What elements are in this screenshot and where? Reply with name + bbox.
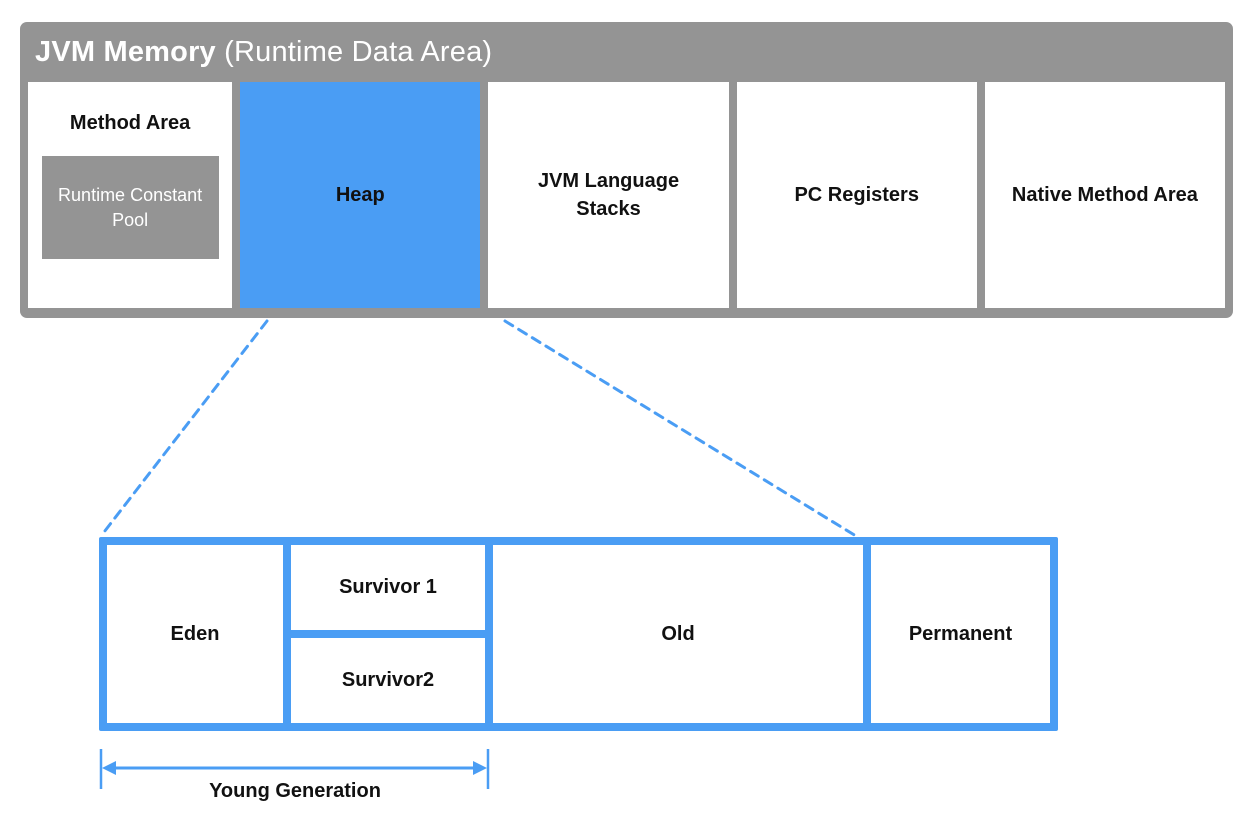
runtime-data-area-row: Method Area Runtime Constant Pool Heap J… xyxy=(28,82,1226,308)
young-generation-label: Young Generation xyxy=(209,780,381,802)
arrow-head-right xyxy=(473,761,487,775)
runtime-constant-pool-label: Runtime Constant Pool xyxy=(58,185,203,230)
survivor2-box: Survivor2 xyxy=(291,638,485,723)
jvm-memory-title: JVM Memory (Runtime Data Area) xyxy=(20,22,1233,82)
native-method-area-box: Native Method Area xyxy=(984,82,1226,308)
heap-zoom-dashed-line-right xyxy=(503,319,858,538)
method-area-box: Method Area Runtime Constant Pool xyxy=(28,82,233,308)
pc-registers-label: PC Registers xyxy=(794,184,919,206)
eden-box: Eden xyxy=(107,545,283,723)
heap-box: Heap xyxy=(240,82,481,308)
survivor-column: Survivor 1 Survivor2 xyxy=(291,545,485,723)
jvm-memory-title-bold: JVM Memory xyxy=(35,35,216,68)
jvm-memory-title-rest: (Runtime Data Area) xyxy=(215,35,493,68)
heap-zoom-dashed-line-left xyxy=(99,319,269,538)
pc-registers-box: PC Registers xyxy=(736,82,977,308)
heap-detail-box: Eden Survivor 1 Survivor2 Old Permanent xyxy=(99,537,1058,731)
native-method-area-label: Native Method Area xyxy=(1011,184,1198,206)
survivor1-label: Survivor 1 xyxy=(339,576,437,598)
jvm-language-stacks-label: JVM Language Stacks xyxy=(537,170,680,220)
runtime-constant-pool-box: Runtime Constant Pool xyxy=(41,156,219,259)
jvm-memory-container: JVM Memory (Runtime Data Area) Method Ar… xyxy=(20,22,1233,318)
eden-label: Eden xyxy=(170,622,220,645)
heap-label: Heap xyxy=(335,184,385,206)
permanent-box: Permanent xyxy=(871,545,1050,723)
permanent-label: Permanent xyxy=(908,622,1013,645)
survivor1-box: Survivor 1 xyxy=(291,545,485,630)
old-box: Old xyxy=(493,545,863,723)
jvm-language-stacks-box: JVM Language Stacks xyxy=(488,82,729,308)
method-area-label: Method Area xyxy=(69,112,191,134)
survivor2-label: Survivor2 xyxy=(341,669,435,691)
old-label: Old xyxy=(661,622,695,645)
arrow-head-left xyxy=(102,761,116,775)
